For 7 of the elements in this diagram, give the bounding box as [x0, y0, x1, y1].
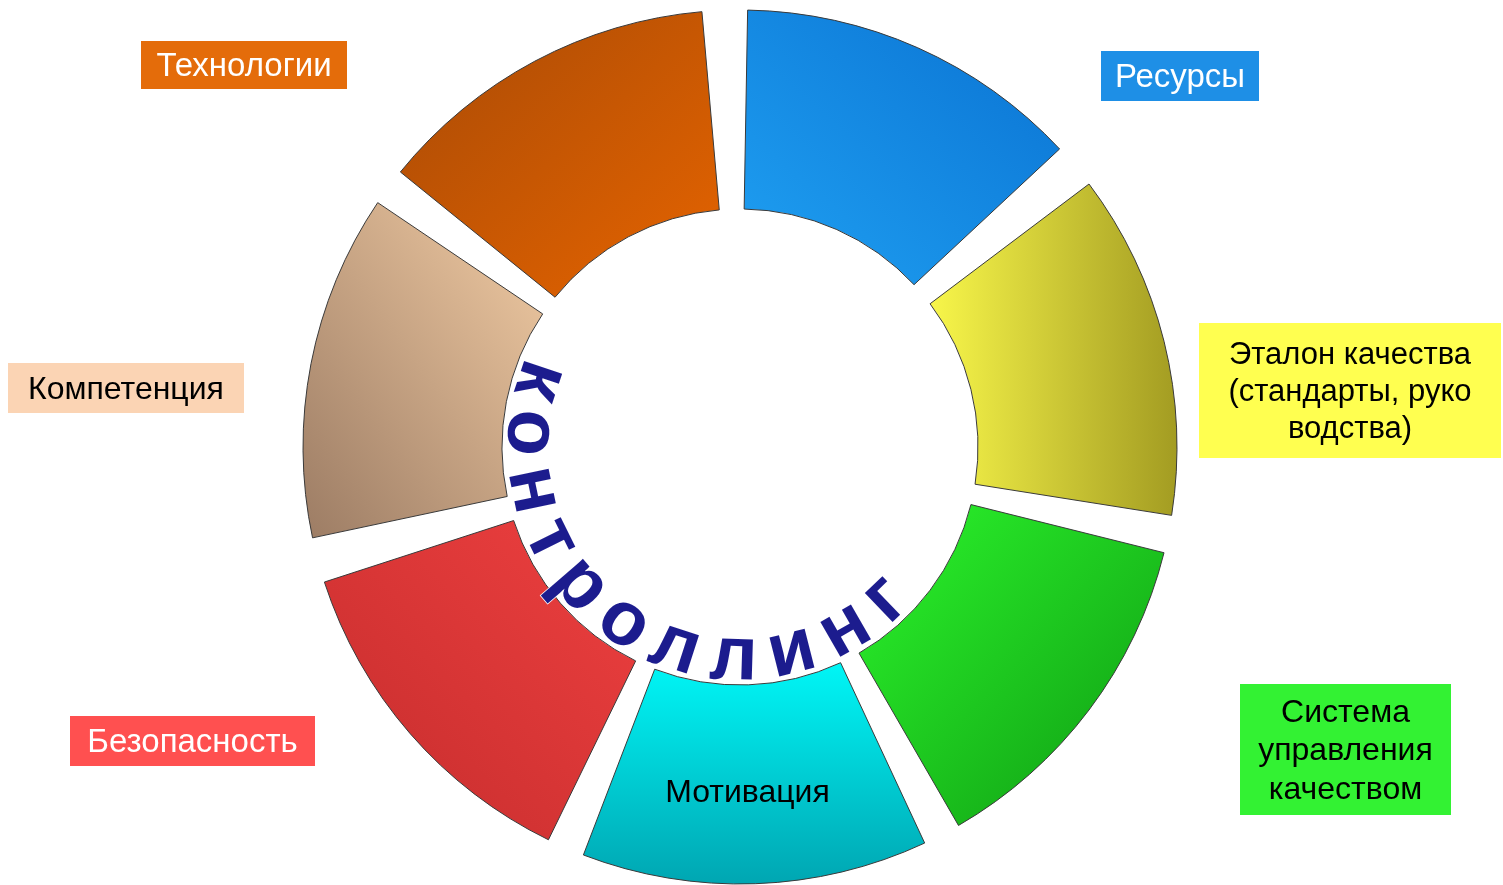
category-label: Безопасность — [70, 716, 315, 766]
category-label: Ресурсы — [1101, 51, 1259, 101]
category-label: Система управления качеством — [1240, 684, 1451, 815]
segment-label: Мотивация — [664, 771, 831, 811]
category-label: Технологии — [141, 41, 347, 89]
category-label: Компетенция — [8, 363, 244, 413]
category-label: Эталон качества (стандарты, руко водства) — [1199, 323, 1501, 458]
